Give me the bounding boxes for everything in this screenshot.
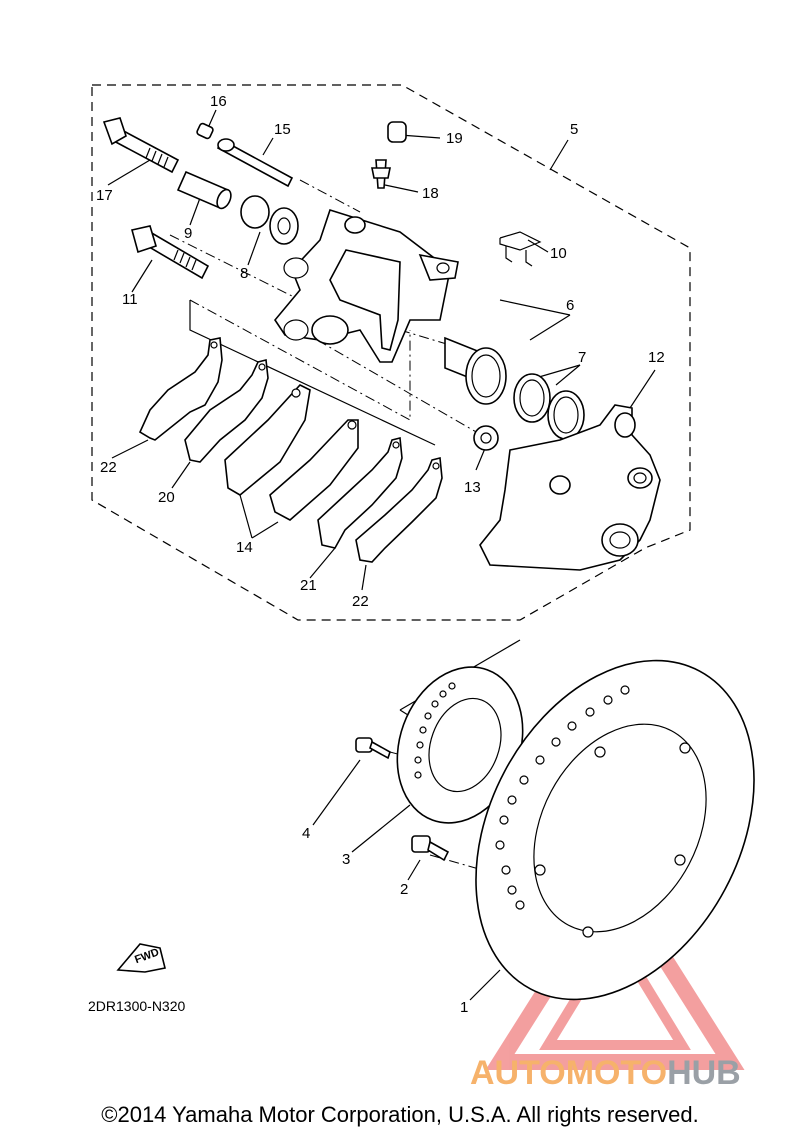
caliper-assembly-boundary <box>91 84 691 621</box>
callout-12: 12 <box>648 349 665 366</box>
part-14-brake-pads <box>224 384 359 521</box>
part-6-piston <box>444 336 507 405</box>
callout-16: 16 <box>210 93 227 110</box>
callout-6: 6 <box>566 297 574 314</box>
watermark-text-part2: HUB <box>667 1054 741 1092</box>
callout-19: 19 <box>446 130 463 147</box>
part-22-shim-right <box>355 456 443 563</box>
watermark-text-part1: AUTOMOTO <box>470 1054 668 1092</box>
part-21-shim <box>317 436 403 549</box>
part-7-seals <box>513 373 585 440</box>
callout-22-left: 22 <box>100 459 117 476</box>
callout-2: 2 <box>400 881 408 898</box>
callout-18: 18 <box>422 185 439 202</box>
part-18-bleed-screw <box>371 159 391 189</box>
part-22-shim-left <box>138 337 223 441</box>
callout-11: 11 <box>122 291 138 308</box>
part-13-boot <box>473 425 499 451</box>
part-11-bolt <box>131 225 210 280</box>
catalog-code: 2DR1300-N320 <box>88 998 186 1014</box>
part-3-sensor-rotor <box>396 666 524 824</box>
callout-3: 3 <box>342 851 350 868</box>
part-16-cap <box>196 122 214 140</box>
part-20-shim <box>184 359 269 463</box>
callout-7: 7 <box>578 349 586 366</box>
callout-10: 10 <box>550 245 567 262</box>
callout-14: 14 <box>236 539 253 556</box>
callout-4: 4 <box>302 825 310 842</box>
callout-22-right: 22 <box>352 593 369 610</box>
fwd-arrow-icon: FWD <box>116 943 166 973</box>
callout-17: 17 <box>96 187 113 204</box>
part-19-bleed-cap <box>387 121 407 143</box>
part-9-sleeve <box>176 170 232 210</box>
callout-9: 9 <box>184 225 192 242</box>
part-10-pad-spring <box>499 231 542 267</box>
part-17-bolt <box>102 117 180 174</box>
part-4-bolt <box>355 737 391 760</box>
callout-20: 20 <box>158 489 175 506</box>
callout-13: 13 <box>464 479 481 496</box>
callout-15: 15 <box>274 121 291 138</box>
copyright-notice: ©2014 Yamaha Motor Corporation, U.S.A. A… <box>101 1102 699 1127</box>
callout-5: 5 <box>570 121 578 138</box>
part-8-boot <box>240 195 299 245</box>
part-12-bracket <box>479 404 661 571</box>
callout-21: 21 <box>300 577 317 594</box>
callout-1: 1 <box>460 999 468 1016</box>
caliper-body <box>274 209 459 363</box>
callout-8: 8 <box>240 265 248 282</box>
part-1-brake-disc <box>475 659 755 1001</box>
watermark-logo: AUTOMOTOHUB <box>470 1054 741 1093</box>
part-2-bolt <box>411 835 450 862</box>
callout-labels: 1 2 3 4 5 6 7 8 9 10 11 12 13 14 15 16 1… <box>96 93 665 1016</box>
part-15-pin <box>216 138 294 188</box>
